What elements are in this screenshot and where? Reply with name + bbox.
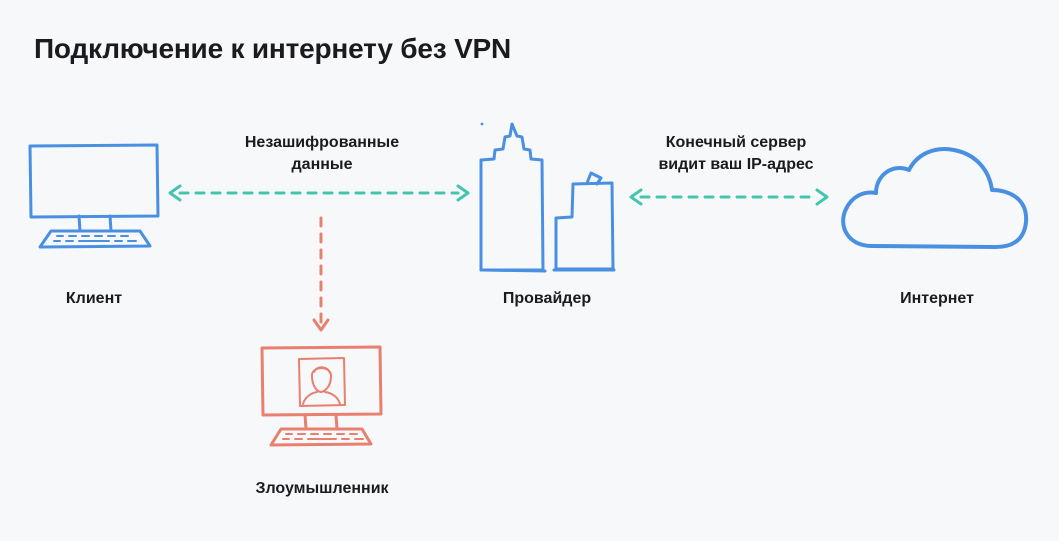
client-label: Клиент bbox=[65, 290, 123, 307]
internet-label: Интернет bbox=[900, 290, 974, 307]
dot-mark bbox=[480, 122, 484, 126]
unencrypted-data-line-1: Незашифрованные bbox=[244, 134, 400, 151]
server-sees-ip-line-2: видит ваш IP-адрес bbox=[658, 156, 814, 173]
server-sees-ip-label: Конечный сервер видит ваш IP-адрес bbox=[626, 132, 846, 176]
unencrypted-data-label: Незашифрованные данные bbox=[212, 132, 432, 176]
arrow-client-provider bbox=[168, 184, 470, 202]
arrow-provider-internet bbox=[629, 188, 829, 206]
arrow-interception bbox=[312, 216, 330, 332]
computer-with-person-icon bbox=[260, 345, 383, 447]
buildings-icon bbox=[479, 122, 616, 273]
page-title: Подключение к интернету без VPN bbox=[34, 33, 512, 64]
server-sees-ip-line-1: Конечный сервер bbox=[665, 134, 807, 151]
unencrypted-data-line-2: данные bbox=[291, 156, 353, 173]
cloud-icon bbox=[841, 147, 1029, 249]
desktop-computer-icon bbox=[28, 143, 160, 249]
attacker-label: Злоумышленник bbox=[255, 480, 389, 497]
provider-label: Провайдер bbox=[502, 290, 592, 307]
